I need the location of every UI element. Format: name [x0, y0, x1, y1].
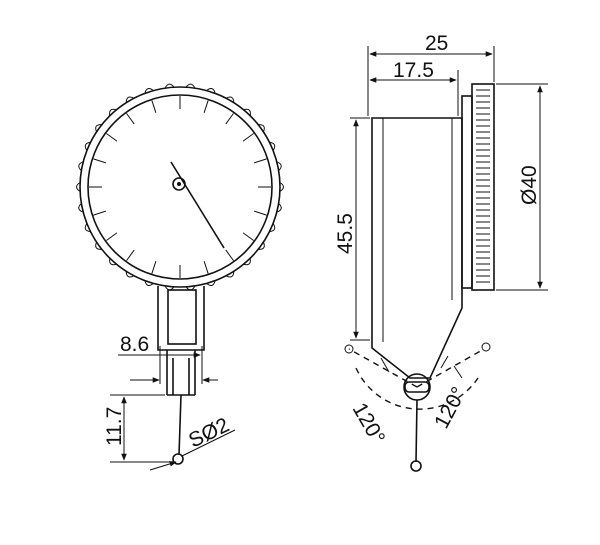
dim-ball-leader-in: [149, 461, 177, 471]
bezel-knurl: [164, 83, 175, 89]
dial-needle: [170, 161, 225, 249]
bezel-knurl: [185, 83, 196, 89]
dial-ticks: [89, 96, 271, 278]
dial-tick: [254, 158, 267, 164]
dim-body-depth-label: 17.5: [393, 59, 434, 82]
front-view: 8.6 11.7 SØ2: [76, 83, 284, 471]
dial-tick: [242, 232, 254, 241]
dim-body-height-label: 45.5: [334, 213, 357, 254]
dial-tick: [225, 113, 234, 125]
bezel-knurl: [276, 161, 282, 171]
dial-tick: [242, 133, 254, 142]
dim-ball-diameter-label: SØ2: [185, 413, 233, 452]
dim-stem-width-label: 8.6: [120, 333, 149, 356]
bezel-knurl: [125, 96, 135, 103]
dial-tick: [93, 210, 106, 216]
dim-bezel-diameter-label: Ø40: [518, 165, 541, 205]
side-bezel-flange: [461, 95, 473, 289]
dial-tick: [106, 232, 118, 241]
bezel-knurl: [144, 280, 154, 287]
bezel-knurl: [95, 241, 102, 250]
dial-tick: [203, 100, 209, 113]
side-contact-lever: [415, 399, 418, 463]
side-view: 120° 120° 25 17.5 45.5 Ø40: [334, 32, 548, 472]
swivel-marks: [380, 355, 463, 379]
pivot-slot: [404, 381, 430, 393]
bezel-knurl: [225, 96, 235, 103]
swivel-limit-left: [348, 348, 418, 388]
dial-tick: [151, 261, 157, 274]
bezel-knurl: [78, 161, 84, 171]
bezel-knurl: [125, 271, 135, 278]
bezel-knurl: [206, 87, 216, 94]
swivel-point-right: [481, 342, 491, 352]
dim-ball-leader-out: [181, 429, 236, 457]
dial-tick: [254, 210, 267, 216]
bezel-knurl: [206, 280, 216, 287]
bezel-knurl: [243, 108, 251, 116]
contact-ball: [172, 453, 184, 465]
swivel-angle-left-label: 120°: [348, 399, 390, 448]
bezel-knurl: [76, 182, 81, 192]
front-body: [157, 286, 205, 351]
front-body-window: [167, 289, 197, 345]
front-stem: [166, 350, 196, 396]
side-bezel-knurls: [476, 89, 490, 283]
dial-tick: [151, 100, 157, 113]
swivel-angle-right-label: 120°: [430, 383, 471, 432]
bezel-knurl: [276, 203, 282, 213]
dim-total-depth-label: 25: [425, 32, 448, 55]
bezel-knurl: [279, 182, 284, 192]
bezel-knurl: [84, 223, 91, 233]
bezel-knurl: [95, 124, 102, 133]
contact-lever: [178, 394, 182, 456]
bezel-knurl: [109, 108, 117, 116]
swivel-limit-right: [416, 348, 485, 388]
needle-hub-center: [177, 182, 181, 186]
dial-tick: [126, 113, 135, 125]
needle-hub: [172, 177, 186, 191]
bezel-knurl: [258, 124, 265, 133]
dial-tick: [225, 249, 234, 261]
bezel-knurl: [243, 258, 251, 266]
bezel-knurl: [109, 258, 117, 266]
dial-tick: [93, 158, 106, 164]
dim-stem-height-label: 11.7: [103, 407, 126, 446]
bezel-knurl: [269, 141, 276, 151]
bezel-knurl: [258, 241, 265, 250]
bezel-knurl: [144, 87, 154, 94]
bezel-knurl: [225, 271, 235, 278]
dial-tick: [126, 249, 135, 261]
side-body: [371, 117, 463, 379]
bezel-knurl: [84, 141, 91, 151]
bezel-knurl: [269, 223, 276, 233]
dial-face: [87, 94, 273, 280]
swivel-point-left: [344, 344, 354, 354]
side-knurled-bezel: [471, 83, 495, 291]
bezel-knurls: [76, 83, 284, 291]
dial-tick: [106, 133, 118, 142]
front-knurled-ring: [79, 86, 281, 288]
side-contact-ball: [410, 460, 422, 472]
bezel-knurl: [78, 203, 84, 213]
dial-tick: [203, 261, 209, 274]
